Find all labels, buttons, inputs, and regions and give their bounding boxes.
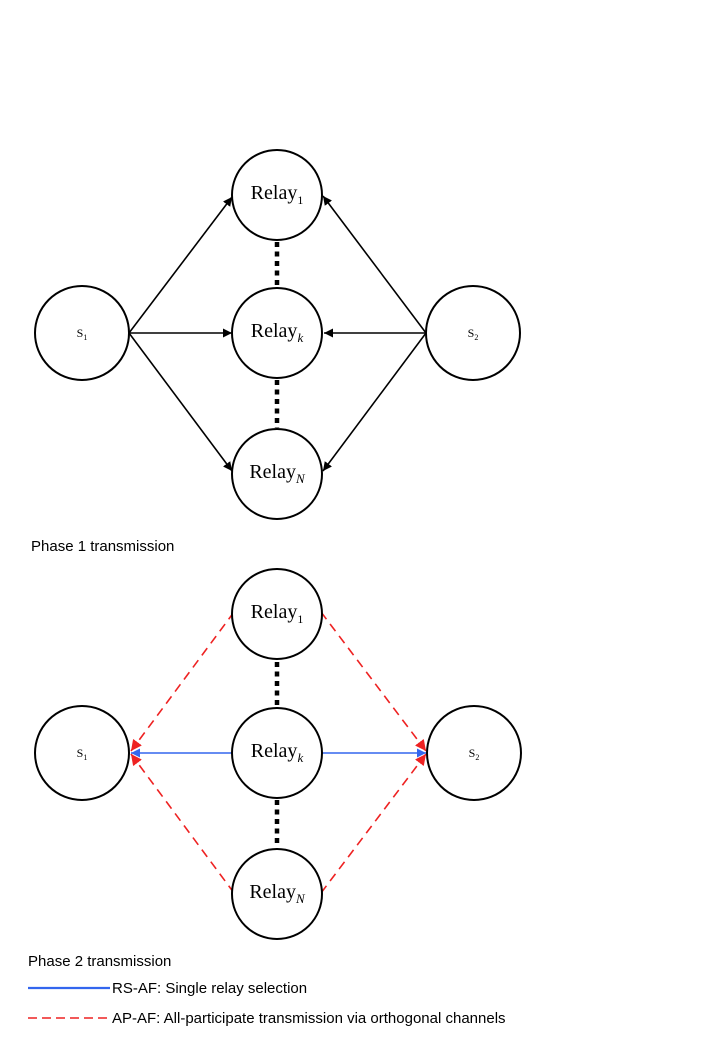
edge-s2-relayN (322, 332, 427, 472)
svg-text:S2: S2 (468, 326, 479, 342)
svg-text:S2: S2 (469, 746, 480, 762)
node-s1: S1 (34, 285, 130, 381)
phase2-caption: Phase 2 transmission (28, 953, 171, 970)
edge-s1-relayN (128, 332, 233, 472)
edge-apaf-relay1-s1 (130, 611, 235, 752)
svg-text:RelayN: RelayN (249, 461, 306, 486)
node-s1: S1 (34, 705, 130, 801)
svg-text:RelayN: RelayN (249, 881, 306, 906)
edge-apaf-relayN-s1 (130, 753, 235, 894)
edge-apaf-relayN-s2 (320, 753, 427, 894)
node-s2: S2 (426, 705, 522, 801)
legend: RS-AF: Single relay selection AP-AF: All… (28, 980, 506, 1027)
legend-apaf-label: AP-AF: All-participate transmission via … (112, 1010, 506, 1027)
edge-apaf-relay1-s2 (320, 611, 427, 752)
node-s2: S2 (425, 285, 521, 381)
phase1-caption: Phase 1 transmission (31, 538, 174, 555)
svg-text:Relay1: Relay1 (251, 182, 304, 207)
node-relayN: RelayN (231, 848, 323, 940)
edge-s1-relay1 (128, 196, 233, 334)
legend-rsaf-label: RS-AF: Single relay selection (112, 980, 307, 997)
phase1-diagram: S1 S2 Relay1 Relayk RelayN Phase 1 trans… (31, 149, 521, 555)
node-relayk: Relayk (231, 287, 323, 379)
svg-text:Relayk: Relayk (251, 320, 304, 345)
svg-text:Relayk: Relayk (251, 740, 304, 765)
svg-text:S1: S1 (77, 326, 88, 342)
svg-text:S1: S1 (77, 746, 88, 762)
node-relay1: Relay1 (231, 149, 323, 241)
phase2-diagram: S1 S2 Relay1 Relayk RelayN Phase 2 trans… (28, 568, 522, 970)
node-relayk: Relayk (231, 707, 323, 799)
edge-s2-relay1 (322, 195, 427, 334)
node-relayN: RelayN (231, 428, 323, 520)
svg-text:Relay1: Relay1 (251, 601, 304, 626)
node-relay1: Relay1 (231, 568, 323, 660)
